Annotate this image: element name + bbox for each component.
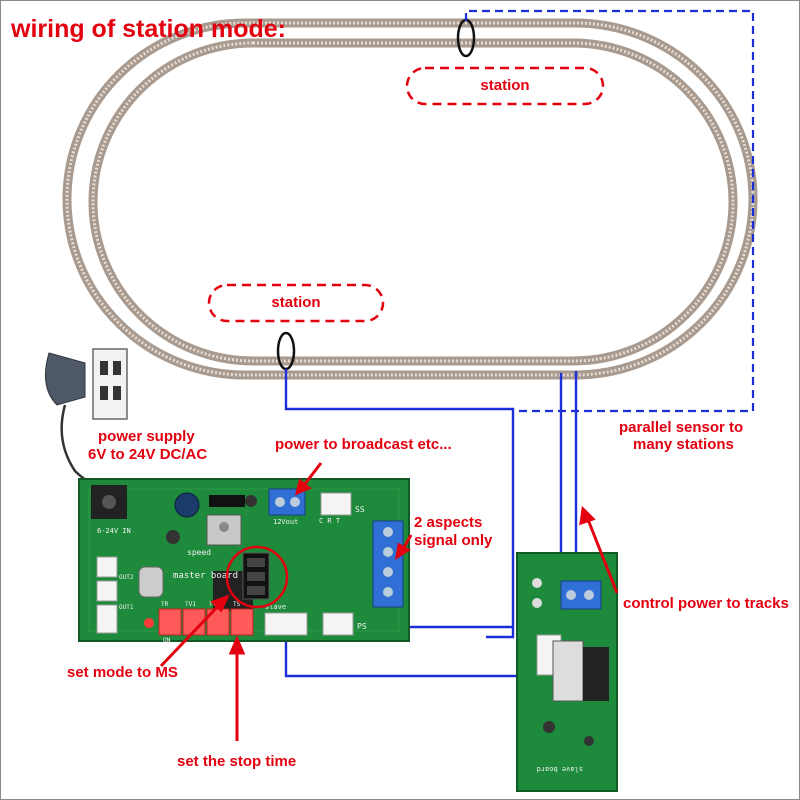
pcb-dip-label-1: TV1 <box>185 601 196 608</box>
label-power-supply-2: 6V to 24V DC/AC <box>88 446 208 463</box>
sensor-wire <box>284 369 515 639</box>
label-control-power: control power to tracks <box>623 595 789 612</box>
pcb-slave-label: slave <box>265 603 286 611</box>
pcb-crt-label: C R T <box>319 517 341 525</box>
diagram-title: wiring of station mode: <box>11 15 286 43</box>
pcb-ps-label: PS <box>357 622 367 631</box>
label-set-stop-time: set the stop time <box>177 753 297 770</box>
pcb-master-board-label: master board <box>173 571 238 581</box>
station-top-label: station <box>480 77 530 94</box>
label-parallel-sensor-2: many stations <box>633 436 734 453</box>
master-board: 6-24V IN speed master board OUT2 OUT1 12… <box>78 478 410 644</box>
label-parallel-sensor-1: parallel sensor to <box>619 419 744 436</box>
label-set-mode: set mode to MS <box>67 664 178 681</box>
label-power-broadcast: power to broadcast etc... <box>275 436 452 453</box>
arrow-set-mode <box>159 601 223 668</box>
power-adapter-icon <box>44 348 128 491</box>
pcb-out2-label: OUT2 <box>119 574 134 581</box>
pcb-slave-board-label: slave board <box>537 765 583 773</box>
pcb-dip-label-0: TR <box>161 601 169 608</box>
station-top-box <box>405 66 605 106</box>
parallel-sensor-wire <box>464 9 755 413</box>
pcb-dip-label-3: TS <box>233 601 241 608</box>
annotation-arrows <box>159 462 619 741</box>
label-two-aspects-2: signal only <box>414 532 493 549</box>
slave-link-wire <box>284 635 554 678</box>
pcb-ss-label: SS <box>355 505 365 514</box>
slave-board: slave board <box>516 552 618 792</box>
pcb-power-in-label: 6-24V IN <box>97 527 131 535</box>
label-power-supply-1: power supply <box>98 428 195 445</box>
label-two-aspects-1: 2 aspects <box>414 514 483 531</box>
pcb-out1-label: OUT1 <box>119 604 134 611</box>
station-left-label: station <box>271 294 321 311</box>
arrow-control-power <box>585 516 619 594</box>
pcb-dip-on-label: ON <box>163 637 171 644</box>
station-left-box <box>207 283 385 323</box>
pcb-12vout-label: 12Vout <box>273 518 298 526</box>
pcb-speed-label: speed <box>187 548 211 557</box>
jumper-highlight-circle <box>225 545 289 609</box>
